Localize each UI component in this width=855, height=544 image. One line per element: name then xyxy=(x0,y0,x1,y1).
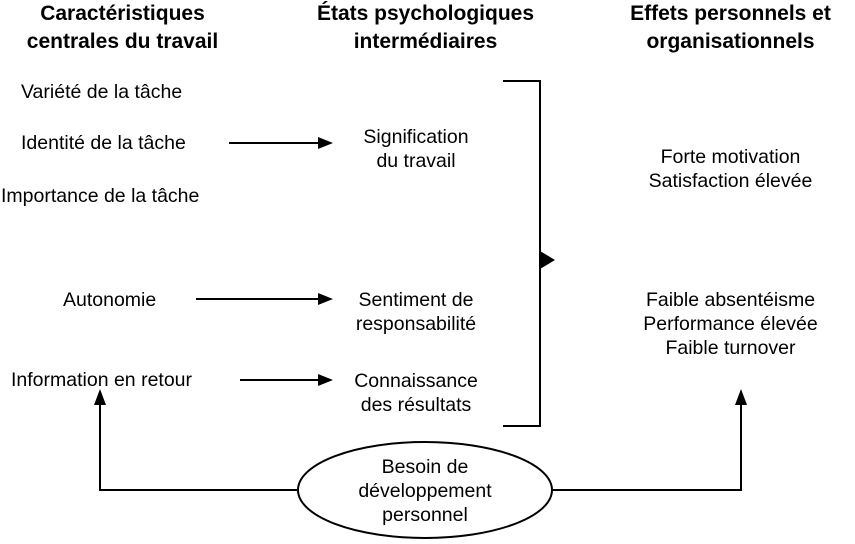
state-responsibility-line-2: responsabilité xyxy=(355,313,477,335)
header-effects-line-1: Effets personnels et xyxy=(630,2,831,25)
state-meaning-line-2: du travail xyxy=(376,150,456,172)
state-meaning: Signification du travail xyxy=(326,125,506,173)
effect-motivation: Forte motivation xyxy=(660,146,801,168)
moderator-line-1: Besoin de xyxy=(381,456,469,478)
effect-satisfaction: Satisfaction élevée xyxy=(648,170,813,192)
moderator-label: Besoin de développement personnel xyxy=(325,455,525,527)
effect-performance: Performance élevée xyxy=(643,313,818,335)
characteristic-feedback: Information en retour xyxy=(11,369,193,391)
state-knowledge-line-2: des résultats xyxy=(360,394,472,416)
characteristic-importance: Importance de la tâche xyxy=(1,185,200,207)
header-characteristics: Caractéristiques centrales du travail xyxy=(0,0,245,56)
state-meaning-line-1: Signification xyxy=(363,126,469,148)
header-states-line-1: États psychologiques xyxy=(316,2,535,25)
characteristic-identity: Identité de la tâche xyxy=(21,132,186,154)
state-responsibility: Sentiment de responsabilité xyxy=(326,288,506,336)
header-states: États psychologiques intermédiaires xyxy=(283,0,568,56)
moderator-line-2: développement xyxy=(358,480,492,502)
header-effects: Effets personnels et organisationnels xyxy=(606,0,855,56)
effect-turnover: Faible turnover xyxy=(665,337,796,359)
moderator-left-arrow xyxy=(94,389,298,491)
moderator-right-arrow xyxy=(552,389,747,491)
state-knowledge: Connaissance des résultats xyxy=(326,369,506,417)
effects-group-1: Forte motivation Satisfaction élevée xyxy=(606,145,855,193)
states-bracket xyxy=(503,80,555,427)
arrow-autonomy-to-responsibility xyxy=(196,293,333,305)
characteristic-variety: Variété de la tâche xyxy=(21,81,183,103)
state-responsibility-line-1: Sentiment de xyxy=(358,289,474,311)
header-states-line-2: intermédiaires xyxy=(353,30,498,53)
header-effects-line-2: organisationnels xyxy=(646,30,815,53)
arrow-feedback-to-knowledge xyxy=(240,374,333,386)
moderator-ellipse xyxy=(297,441,553,539)
characteristic-autonomy: Autonomie xyxy=(63,289,157,311)
state-knowledge-line-1: Connaissance xyxy=(354,370,478,392)
arrow-identity-to-meaning xyxy=(229,137,333,149)
moderator-line-3: personnel xyxy=(382,504,468,526)
header-characteristics-line-2: centrales du travail xyxy=(26,30,219,53)
effects-group-2: Faible absentéisme Performance élevée Fa… xyxy=(606,288,855,360)
header-characteristics-line-1: Caractéristiques xyxy=(40,2,205,25)
effect-absenteeism: Faible absentéisme xyxy=(645,289,816,311)
